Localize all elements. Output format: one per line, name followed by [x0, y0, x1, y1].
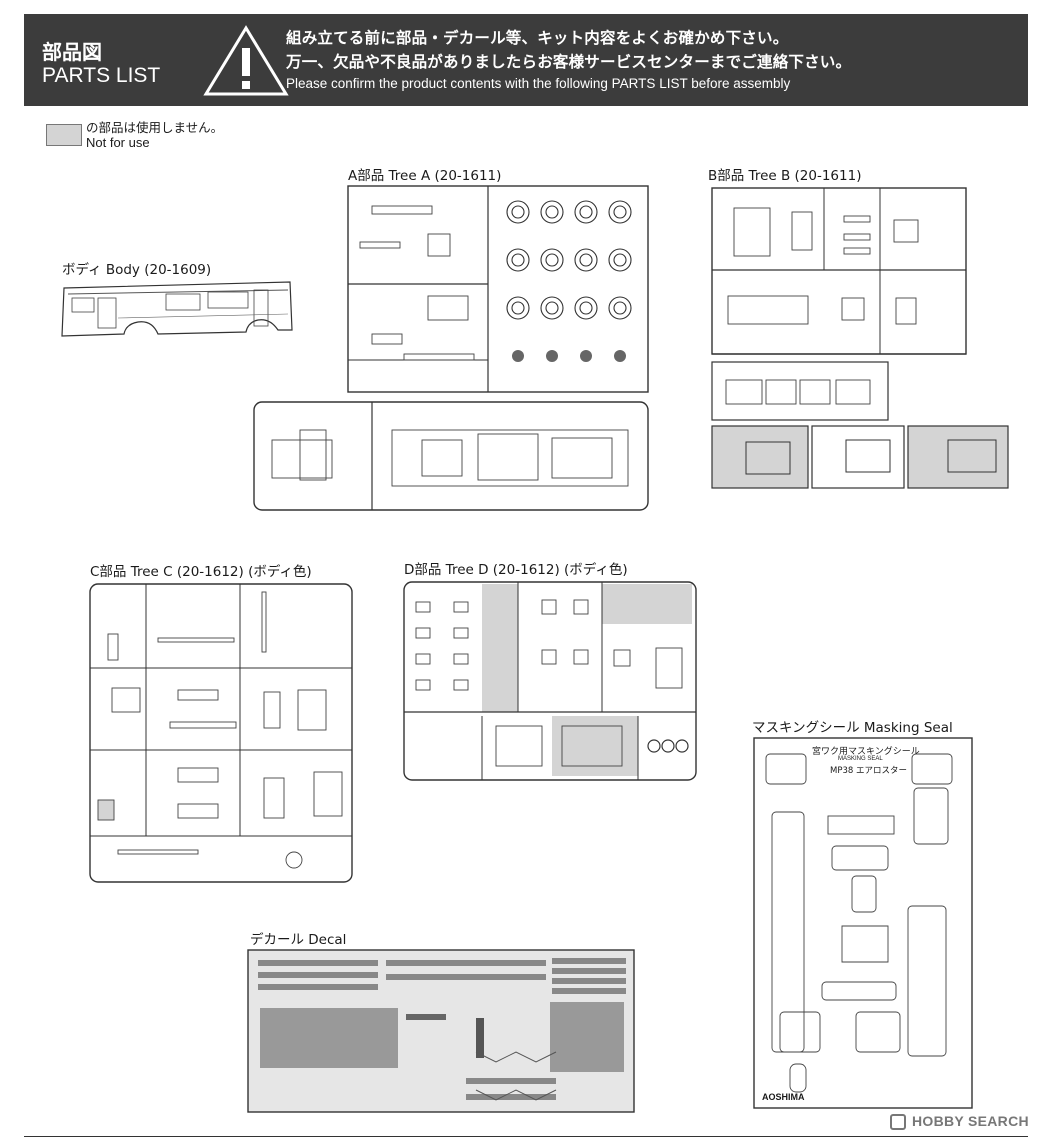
- notice-jp-line-1: 組み立てる前に部品・デカール等、キット内容をよくお確かめ下さい。: [286, 29, 789, 47]
- masking-title-en: MASKING SEAL: [838, 756, 883, 762]
- section-label-tree-b: B部品 Tree B (20-1611): [708, 168, 862, 184]
- tree-b-sprue: [708, 184, 1014, 494]
- page-title-en: PARTS LIST: [42, 64, 161, 87]
- hobby-search-logo-icon: [890, 1114, 906, 1130]
- masking-brand: AOSHIMA: [762, 1092, 805, 1102]
- section-label-tree-a: A部品 Tree A (20-1611): [348, 168, 502, 184]
- section-label-masking: マスキングシール Masking Seal: [752, 720, 953, 736]
- masking-model: MP38 エアロスター: [830, 766, 907, 776]
- legend-text-en: Not for use: [86, 135, 150, 150]
- masking-title-jp: 宮ワク用マスキングシール: [812, 747, 920, 757]
- section-label-body: ボディ Body (20-1609): [62, 262, 212, 278]
- unused-legend-swatch: [46, 124, 82, 146]
- legend-text-jp: の部品は使用しません。: [86, 120, 224, 135]
- tree-c-sprue: [88, 582, 354, 886]
- tree-d-sprue: [402, 580, 698, 784]
- warning-icon: [203, 25, 289, 96]
- tree-a-sprue: [346, 184, 650, 398]
- notice-en: Please confirm the product contents with…: [286, 76, 791, 91]
- page-title-jp: 部品図: [42, 40, 102, 64]
- section-label-tree-d: D部品 Tree D (20-1612) (ボディ色): [404, 562, 628, 578]
- header-banner: 部品図 PARTS LIST 組み立てる前に部品・デカール等、キット内容をよくお…: [24, 14, 1028, 106]
- tree-a-chassis-sprue: [252, 400, 650, 514]
- decal-sheet: [246, 948, 636, 1114]
- bottom-divider: [24, 1136, 1028, 1137]
- watermark-brand: HOBBY SEARCH: [912, 1113, 1029, 1129]
- hobby-search-watermark: HOBBY SEARCH: [890, 1112, 1040, 1134]
- masking-seal-sheet: 宮ワク用マスキングシール MASKING SEAL MP38 エアロスター AO…: [752, 736, 974, 1110]
- body-drawing: [58, 278, 298, 344]
- section-label-tree-c: C部品 Tree C (20-1612) (ボディ色): [90, 564, 312, 580]
- notice-jp-line-2: 万一、欠品や不良品がありましたらお客様サービスセンターまでご連絡下さい。: [286, 53, 852, 71]
- section-label-decal: デカール Decal: [250, 932, 347, 948]
